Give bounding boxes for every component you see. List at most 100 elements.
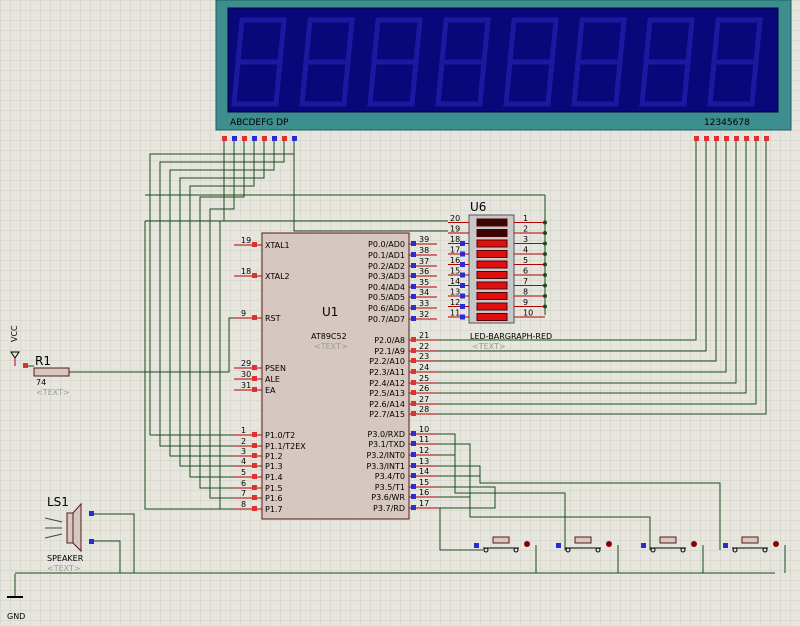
u1-pin-number: 1 (241, 426, 246, 435)
digit-ghost (503, 17, 559, 107)
display-segment-pin (242, 136, 247, 141)
vcc-terminal[interactable]: VCC (10, 325, 28, 368)
r1-resistor[interactable]: R1 74 <TEXT> (33, 354, 70, 397)
gnd-terminal[interactable]: GND (7, 574, 25, 621)
u1-pin-marker (411, 305, 416, 310)
u1-pin-name: PSEN (265, 364, 286, 373)
u1-pin-name: P1.3 (265, 462, 283, 471)
u1-pin-name: P0.0/AD0 (368, 240, 405, 249)
push-buttons[interactable] (474, 536, 779, 553)
u1-pin-number: 31 (241, 381, 251, 390)
push-button-3[interactable] (641, 536, 697, 553)
bargraph-segment (476, 302, 508, 311)
segment-pin-labels: ABCDEFG DP (230, 118, 289, 128)
u1-pin-marker (411, 241, 416, 246)
u1-pin-marker (252, 376, 257, 381)
u6-bars (476, 218, 508, 321)
u1-pin-number: 4 (241, 457, 246, 466)
bargraph-segment (476, 239, 508, 248)
u6-pin-number: 20 (450, 214, 460, 223)
digit-pin-labels: 12345678 (704, 118, 750, 128)
u1-pin-marker (252, 387, 257, 392)
u1-pin-marker (411, 390, 416, 395)
u1-pin-marker (252, 432, 257, 437)
u1-pin-marker (252, 463, 257, 468)
u1-pin-number: 19 (241, 236, 251, 245)
u6-pin-number: 7 (523, 277, 528, 286)
display-segment-pin (222, 136, 227, 141)
seven-segment-display[interactable]: ABCDEFG DP 12345678 (215, 0, 792, 141)
bargraph-segment (476, 229, 508, 237)
u6-pin-number: 18 (450, 235, 460, 244)
u6-pin-marker (460, 262, 465, 267)
display-segment-pin (282, 136, 287, 141)
display-digit-pin (764, 136, 769, 141)
u1-microcontroller[interactable]: U1 AT89C52 <TEXT> 19XTAL118XTAL29RST29PS… (234, 232, 437, 520)
u1-pin-marker (252, 242, 257, 247)
u6-pin-number: 11 (450, 309, 460, 318)
u1-pin-marker (411, 252, 416, 257)
u1-pin-marker (411, 358, 416, 363)
button-cap (741, 536, 759, 544)
display-digit-pin (694, 136, 699, 141)
bargraph-segment (476, 218, 508, 227)
ls1-speaker[interactable]: LS1 SPEAKER <TEXT> (44, 495, 94, 573)
u1-pin-number: 18 (241, 267, 251, 276)
digit-ghosts (231, 17, 763, 107)
u1-pin-number: 7 (241, 489, 246, 498)
u1-pin-number: 21 (419, 331, 429, 340)
u1-pin-marker (252, 315, 257, 320)
u1-pin-marker (411, 401, 416, 406)
u1-pin-name: P1.6 (265, 494, 283, 503)
u6-pin-number: 14 (450, 277, 460, 286)
u1-pin-name: P3.0/RXD (368, 430, 405, 439)
u6-pin-number: 15 (450, 267, 460, 276)
button-pin (691, 541, 697, 547)
u1-part: AT89C52 (311, 332, 347, 341)
u1-pin-name: P3.1/TXD (368, 440, 405, 449)
u1-body (261, 232, 410, 520)
u1-pin-marker (252, 365, 257, 370)
u1-ref: U1 (322, 305, 338, 319)
r1-value: 74 (36, 378, 46, 387)
u1-pin-name: P1.2 (265, 452, 283, 461)
speaker-pin-1 (89, 511, 94, 516)
u1-pin-marker (411, 463, 416, 468)
u6-pin-number: 12 (450, 298, 460, 307)
u1-pin-name: RST (265, 314, 281, 323)
push-button-2[interactable] (556, 536, 612, 553)
u1-pin-marker (411, 411, 416, 416)
u1-pin-number: 15 (419, 478, 429, 487)
speaker-pin-2 (89, 539, 94, 544)
push-button-4[interactable] (723, 536, 779, 553)
u1-pin-name: P2.5/A13 (369, 389, 405, 398)
u1-pin-name: P2.3/A11 (369, 368, 405, 377)
u6-pin-marker (460, 314, 465, 320)
u1-pin-name: P3.7/RD (373, 504, 405, 513)
ls1-ref: LS1 (47, 495, 69, 509)
u6-pin-number: 4 (523, 246, 528, 255)
u6-pin-number: 8 (523, 288, 528, 297)
button-pin (474, 543, 479, 548)
u1-pin-marker (411, 380, 416, 385)
u1-pin-number: 8 (241, 500, 246, 509)
bargraph-segment (476, 250, 508, 258)
button-pin (773, 541, 779, 547)
u1-pin-marker (411, 494, 416, 499)
push-button-1[interactable] (474, 536, 530, 553)
u1-pin-number: 32 (419, 310, 429, 319)
display-pins (222, 136, 769, 141)
vcc-label: VCC (10, 325, 19, 342)
u1-pin-name: P0.6/AD6 (368, 304, 405, 313)
u1-pin-number: 36 (419, 267, 429, 276)
u1-pin-marker (411, 431, 416, 436)
u1-pin-number: 9 (241, 309, 246, 318)
u6-pin-number: 3 (523, 235, 528, 244)
display-digit-pin (704, 136, 709, 141)
u1-pin-number: 22 (419, 342, 429, 351)
u6-pin-number: 10 (523, 309, 533, 318)
u1-pin-name: P0.4/AD4 (368, 283, 405, 292)
u6-pin-marker (460, 272, 465, 278)
